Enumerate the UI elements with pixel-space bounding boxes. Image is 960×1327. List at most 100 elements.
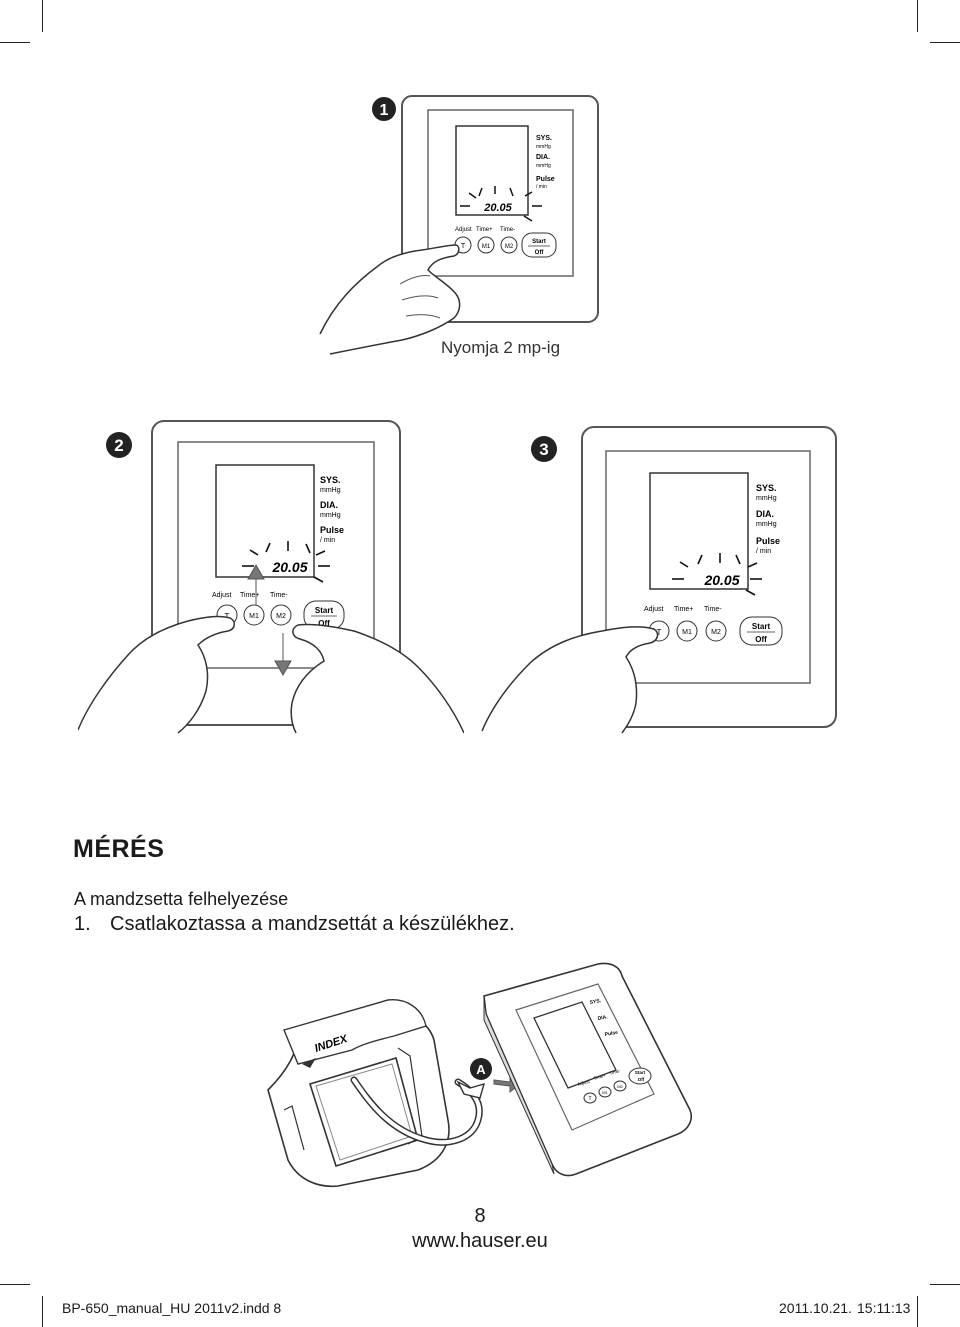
pulse-unit: / min <box>536 184 547 190</box>
step-badge-number: 3 <box>539 440 548 459</box>
crop-mark <box>42 0 43 32</box>
m1-button[interactable] <box>676 620 698 642</box>
dia-label: DIA. <box>597 1014 608 1022</box>
time-plus-label: Time+ <box>240 592 259 599</box>
m2-button[interactable] <box>270 604 292 626</box>
adjust-label: Adjust <box>455 227 472 233</box>
sys-unit: mmHg <box>320 487 341 494</box>
m1-button-label: M1 <box>602 1090 608 1095</box>
off-label: Off <box>755 635 767 644</box>
start-off-button[interactable] <box>521 232 557 258</box>
arrow-down-icon <box>274 633 292 677</box>
t-button-label: T <box>225 612 230 621</box>
pulse-label: Pulse <box>536 176 555 183</box>
device-panel <box>177 441 375 669</box>
crop-mark <box>917 1296 918 1327</box>
connector-badge-letter: A <box>476 1062 486 1077</box>
blink-rays <box>242 541 330 583</box>
m1-button-label: M1 <box>249 613 259 620</box>
lcd-time: 20.05 <box>703 572 739 588</box>
step-badge-number: 2 <box>114 436 123 455</box>
footer-filename: BP-650_manual_HU 2011v2.indd 8 <box>62 1300 282 1316</box>
m1-button-label: M1 <box>482 244 491 250</box>
lcd-screen <box>533 1001 617 1089</box>
step-badge <box>531 436 557 462</box>
lcd-screen <box>455 125 529 216</box>
connector <box>456 1080 486 1099</box>
start-off-button[interactable] <box>628 1067 652 1085</box>
start-label: Start <box>635 1070 646 1075</box>
device-panel <box>605 450 811 684</box>
step-text: Csatlakoztassa a mandzsettát a készülékh… <box>110 913 515 935</box>
right-hand-drawing <box>290 623 464 734</box>
step-number: 1. <box>74 913 91 935</box>
dia-label: DIA. <box>756 509 774 519</box>
time-minus-label: Time- <box>270 592 288 599</box>
m1-button[interactable] <box>477 236 495 254</box>
start-label: Start <box>532 239 546 245</box>
m2-button[interactable] <box>613 1080 627 1092</box>
start-label: Start <box>752 622 771 631</box>
website-url: www.hauser.eu <box>412 1230 548 1252</box>
lcd-screen <box>215 464 315 578</box>
m2-button-label: M2 <box>505 244 514 250</box>
connector-badge <box>470 1058 492 1080</box>
step-badge <box>106 432 132 458</box>
arrow-up-icon <box>247 563 265 605</box>
dia-label: DIA. <box>536 154 550 161</box>
blink-rays <box>460 186 542 222</box>
time-plus-label: Time+ <box>593 1073 607 1081</box>
sys-unit: mmHg <box>756 495 777 502</box>
crop-mark <box>0 42 30 43</box>
device-panel <box>515 983 655 1131</box>
start-off-button[interactable] <box>739 616 783 646</box>
crop-mark <box>930 1284 960 1285</box>
off-label: Off <box>318 619 330 628</box>
m1-button-label: M1 <box>682 629 692 636</box>
off-label: Off <box>535 250 545 256</box>
dia-unit: mmHg <box>756 521 777 528</box>
footer-time: 15:11:13 <box>857 1300 911 1316</box>
pulse-unit: / min <box>320 537 335 544</box>
section-subtitle: A mandzsetta felhelyezése <box>74 889 289 909</box>
crop-mark <box>42 1296 43 1327</box>
m1-button[interactable] <box>243 604 265 626</box>
pulse-label: Pulse <box>320 525 344 535</box>
dia-unit: mmHg <box>320 512 341 519</box>
m2-button-label: M2 <box>276 613 286 620</box>
adjust-label: Adjust <box>577 1079 591 1087</box>
section-title: MÉRÉS <box>73 835 165 863</box>
m1-button[interactable] <box>598 1086 612 1098</box>
t-button-label: T <box>588 1096 591 1102</box>
sys-label: SYS. <box>320 475 341 485</box>
off-label: Off <box>638 1077 645 1082</box>
dia-unit: mmHg <box>536 163 551 169</box>
adjust-label: Adjust <box>644 606 664 613</box>
dia-label: DIA. <box>320 500 338 510</box>
sys-label: SYS. <box>536 135 552 142</box>
time-plus-label: Time+ <box>674 606 693 613</box>
m2-button[interactable] <box>500 236 518 254</box>
crop-mark <box>0 1284 30 1285</box>
m2-button-label: M2 <box>711 629 721 636</box>
sys-unit: mmHg <box>536 144 551 150</box>
m2-button[interactable] <box>705 620 727 642</box>
lcd-screen <box>649 472 749 590</box>
sys-label: SYS. <box>756 483 777 493</box>
press-caption: Nyomja 2 mp-ig <box>441 338 560 357</box>
step-badge <box>372 97 396 121</box>
m2-button-label: M2 <box>617 1084 623 1089</box>
time-plus-label: Time+ <box>476 227 493 233</box>
crop-mark <box>917 0 918 32</box>
device-panel <box>427 109 574 277</box>
device-body <box>581 426 837 728</box>
step1-illustration: 1 SYS. mmHg DIA. mmHg Pulse / min 20.05 … <box>319 95 599 357</box>
pulse-unit: / min <box>756 548 771 555</box>
time-minus-label: Time- <box>704 606 722 613</box>
step2-illustration: 2 SYS. mmHg DIA. mmHg Pulse / min 20.05 … <box>78 420 464 734</box>
pulse-label: Pulse <box>604 1030 618 1038</box>
page-number: 8 <box>474 1205 486 1227</box>
start-label: Start <box>315 606 334 615</box>
time-minus-label: Time- <box>609 1068 622 1076</box>
t-button[interactable] <box>583 1092 597 1104</box>
